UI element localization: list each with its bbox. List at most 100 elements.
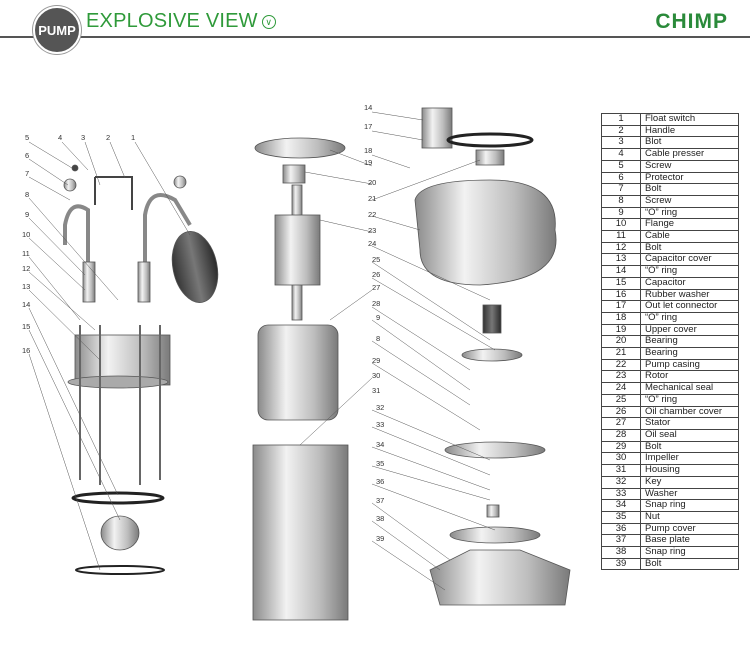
callout-8-mid: 8 (376, 334, 380, 343)
exploded-diagram: 5 4 3 2 1 6 7 8 9 10 11 12 13 14 15 16 1… (22, 103, 571, 621)
part-name: Nut (640, 510, 739, 524)
part-name: Rotor (640, 370, 739, 384)
page-title: EXPLOSIVE VIEW∨ (86, 10, 276, 33)
left-assembly (63, 164, 219, 575)
callout-24: 24 (368, 239, 376, 248)
part-number: 2 (601, 124, 641, 138)
callout-29: 29 (372, 356, 380, 365)
parts-row: 25“O” ring (601, 393, 739, 407)
part-number: 5 (601, 159, 641, 173)
callout-31: 31 (372, 386, 380, 395)
callout-3: 3 (81, 133, 85, 142)
part-number: 1 (601, 113, 641, 126)
part-name: Bolt (640, 557, 739, 571)
callout-33: 33 (376, 420, 384, 429)
right-assembly (414, 107, 571, 606)
part-number: 39 (601, 557, 641, 571)
part-name: “O” ring (640, 265, 739, 278)
pump-badge: PUMP (33, 6, 81, 54)
part-number: 36 (601, 522, 641, 536)
part-name: Screw (640, 159, 739, 173)
part-number: 18 (601, 311, 641, 325)
callout-12: 12 (22, 264, 30, 273)
callout-1: 1 (131, 133, 135, 142)
header: PUMP EXPLOSIVE VIEW∨ CHIMP (0, 0, 750, 54)
part-name: Bolt (640, 183, 739, 196)
part-number: 38 (601, 546, 641, 559)
part-name: Screw (640, 194, 739, 208)
callout-34: 34 (376, 440, 384, 449)
part-number: 33 (601, 487, 641, 501)
part-name: Rubber washer (640, 288, 739, 302)
callout-36: 36 (376, 477, 384, 486)
callout-16: 16 (22, 346, 30, 355)
part-name: Upper cover (640, 323, 739, 337)
callout-5: 5 (25, 133, 29, 142)
callout-30: 30 (372, 371, 380, 380)
middle-assembly (252, 137, 349, 621)
callout-21: 21 (368, 194, 376, 203)
part-name: Bolt (640, 440, 739, 454)
part-name: Bearing (640, 347, 739, 360)
part-number: 17 (601, 300, 641, 313)
callout-37: 37 (376, 496, 384, 505)
part-name: Key (640, 475, 739, 489)
part-name: Oil chamber cover (640, 405, 739, 419)
part-number: 15 (601, 276, 641, 290)
part-name: Bolt (640, 241, 739, 255)
part-number: 29 (601, 440, 641, 454)
part-number: 35 (601, 510, 641, 524)
part-name: Pump cover (640, 522, 739, 536)
chevron-down-icon[interactable]: ∨ (261, 14, 276, 29)
callout-26: 26 (372, 270, 380, 279)
part-number: 37 (601, 534, 641, 548)
callout-38: 38 (376, 514, 384, 523)
part-name: “O” ring (640, 311, 739, 325)
part-number: 3 (601, 136, 641, 150)
callout-28: 28 (372, 299, 380, 308)
callout-39: 39 (376, 534, 384, 543)
part-name: Cable presser (640, 148, 739, 161)
part-name: Pump casing (640, 358, 739, 372)
part-number: 20 (601, 335, 641, 349)
part-number: 19 (601, 323, 641, 337)
callout-32: 32 (376, 403, 384, 412)
callout-25: 25 (372, 255, 380, 264)
part-number: 8 (601, 194, 641, 208)
part-name: Snap ring (640, 546, 739, 559)
part-name: Out let connector (640, 300, 739, 313)
part-number: 13 (601, 253, 641, 267)
part-name: Base plate (640, 534, 739, 548)
part-name: Impeller (640, 452, 739, 466)
part-name: “O” ring (640, 393, 739, 407)
part-number: 25 (601, 393, 641, 407)
callout-19: 19 (364, 158, 372, 167)
callout-22: 22 (368, 210, 376, 219)
part-number: 26 (601, 405, 641, 419)
part-number: 16 (601, 288, 641, 302)
page-title-text: EXPLOSIVE VIEW (86, 10, 258, 32)
